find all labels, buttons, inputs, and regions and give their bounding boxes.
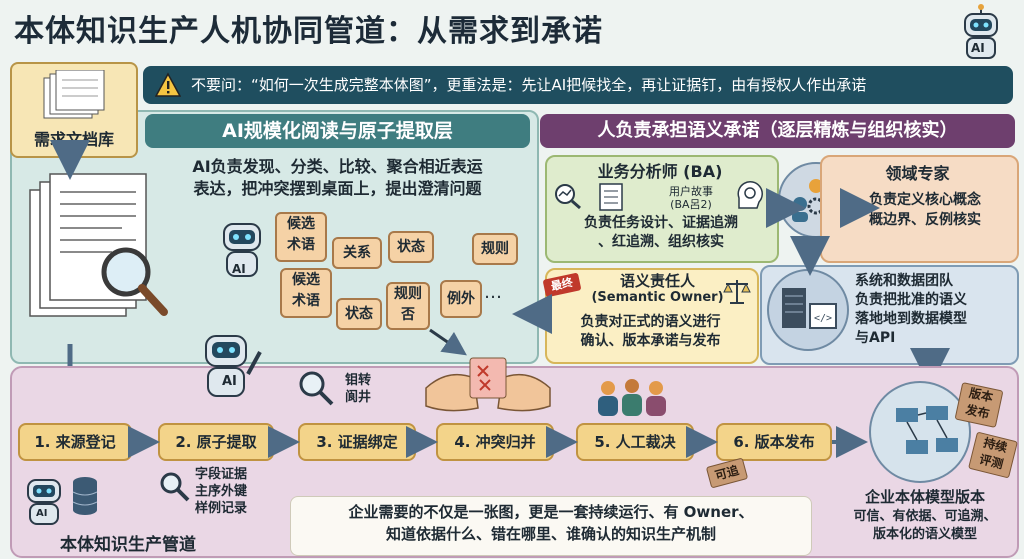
enterprise-model-icon: [869, 381, 971, 483]
card-relation: 关系: [332, 237, 382, 269]
bottom-line1: 企业需要的不仅是一张图，更是一套持续运行、有 Owner、: [348, 503, 754, 521]
evidence-magnifier-icon: [160, 472, 190, 502]
warning-banner: 不要问：“如何一次生成完整本体图”，更重法是：先让AI把候找全，再让证据钉，由有…: [143, 66, 1013, 104]
step-atomic-extraction: 2. 原子提取: [158, 423, 274, 461]
magnifier-icon: [299, 371, 334, 406]
sys-desc-line2: 负责把批准的语义: [855, 292, 967, 308]
semantic-owner-desc: 负责对正式的语义进行 确认、版本承诺与发布: [548, 313, 753, 351]
scales-icon: [723, 280, 751, 304]
domain-desc-line1: 负责定义核心概念: [869, 192, 981, 208]
card-rule-1: 规则: [472, 233, 518, 265]
sys-desc-line1: 系统和数据团队: [855, 273, 953, 289]
card-state-2: 状态: [336, 298, 382, 330]
step-evidence-binding: 3. 证据绑定: [298, 423, 416, 461]
chart-magnifier-icon: [555, 184, 581, 210]
enterprise-model-title: 企业本体模型版本: [864, 488, 985, 506]
people-group-icon: [598, 379, 666, 416]
evidence-note-line1: 字段证据: [195, 467, 248, 482]
card-candidate-term-2: 候选 术语: [280, 268, 332, 318]
ai-desc-line1: AI负责发现、分类、比较、聚合相近表运: [192, 157, 483, 176]
server-code-icon: </>: [767, 269, 849, 351]
robot-label: AI: [971, 41, 985, 55]
conflict-resolve-icon: [425, 357, 551, 412]
database-icon: [72, 477, 98, 515]
ai-layer-desc: AI负责发现、分类、比较、聚合相近表运 表达，把冲突摆到桌面上，提出澄清问题: [145, 156, 530, 200]
human-layer-header: 人负责承担语义承诺（逐层精炼与组织核实）: [540, 114, 1015, 148]
system-data-team-desc: 系统和数据团队 负责把批准的语义 落地地到数据模型 与API: [855, 272, 1010, 348]
ai-desc-line2: 表达，把冲突摆到桌面上，提出澄清问题: [193, 179, 482, 198]
ba-desc: 负责任务设计、证据追溯 、红追溯、组织核实: [550, 214, 772, 252]
bottom-message: 企业需要的不仅是一张图，更是一套持续运行、有 Owner、 知道依据什么、错在哪…: [290, 496, 812, 556]
card-state-1: 状态: [388, 231, 434, 263]
sys-desc-line4: 与API: [855, 330, 896, 346]
semantic-owner-box: [545, 268, 759, 364]
pipeline-robot-icon: [205, 335, 262, 397]
folder-icon: [43, 70, 105, 119]
doc-library: 需求文档库: [10, 62, 138, 158]
svg-text:</>: </>: [814, 313, 832, 324]
ba-desc-line1: 负责任务设计、证据追溯: [584, 215, 738, 231]
document-stack-icon: [29, 173, 168, 317]
domain-desc-line2: 概边界、反例核实: [869, 212, 981, 228]
warning-text: 不要问：“如何一次生成完整本体图”，更重法是：先让AI把候找全，再让证据钉，由有…: [191, 76, 867, 94]
step-conflict-merge: 4. 冲突归并: [436, 423, 554, 461]
evidence-note: 字段证据 主序外键 样例记录: [195, 466, 247, 517]
enterprise-model-subtitle: 可信、有依据、可追溯、 版本化的语义模型: [830, 508, 1020, 544]
ellipsis: …: [484, 282, 502, 303]
evidence-note-line3: 样例记录: [195, 501, 248, 516]
semantic-owner-title: 语义责任人: [619, 272, 695, 290]
evidence-note-line2: 主序外键: [195, 484, 248, 499]
pipeline-robot-label: AI: [222, 374, 237, 389]
ba-title: 业务分析师 (BA): [597, 162, 723, 181]
card-candidate-term-1: 候选 术语: [275, 212, 327, 262]
owner-desc-line1: 负责对正式的语义进行: [580, 314, 721, 330]
page-title: 本体知识生产人机协同管道：从需求到承诺: [14, 14, 603, 49]
ai-layer-header: AI规模化阅读与原子提取层: [145, 114, 530, 148]
card-rule-negation: 规则 否: [386, 282, 430, 330]
step-version-release: 6. 版本发布: [716, 423, 832, 461]
card-exception: 例外: [440, 280, 482, 318]
pipeline-name: 本体知识生产管道: [60, 535, 196, 555]
robot-icon: AI: [955, 4, 1007, 60]
head-gear-icon: [737, 181, 763, 209]
sys-desc-line3: 落地地到数据模型: [855, 311, 967, 327]
ai-robot-icon: [223, 223, 261, 277]
owner-desc-line2: 确认、版本承诺与发布: [580, 333, 721, 349]
enterprise-sub-line1: 可信、有依据、可追溯、: [853, 509, 997, 524]
bottom-line2: 知道依据什么、错在哪里、谁确认的知识生产机制: [385, 525, 716, 543]
ba-desc-line2: 、红追溯、组织核实: [598, 234, 724, 250]
ba-user-story: 用户故事 (BA呂2): [669, 185, 713, 211]
bottom-robot-icon: [27, 479, 61, 525]
warning-icon: [154, 72, 182, 98]
domain-expert-desc: 负责定义核心概念 概边界、反例核实: [845, 190, 1005, 230]
side-note: 钼转 阆井: [345, 373, 372, 405]
domain-expert-title: 领域专家: [885, 164, 950, 183]
enterprise-sub-line2: 版本化的语义模型: [872, 527, 977, 542]
ai-robot-label: AI: [232, 262, 246, 276]
checklist-icon: [599, 183, 623, 211]
step-source-registration: 1. 来源登记: [18, 423, 132, 461]
semantic-owner-subtitle: (Semantic Owner): [591, 290, 724, 305]
bottom-robot-label: AI: [36, 508, 48, 519]
step-human-ruling: 5. 人工裁决: [576, 423, 694, 461]
